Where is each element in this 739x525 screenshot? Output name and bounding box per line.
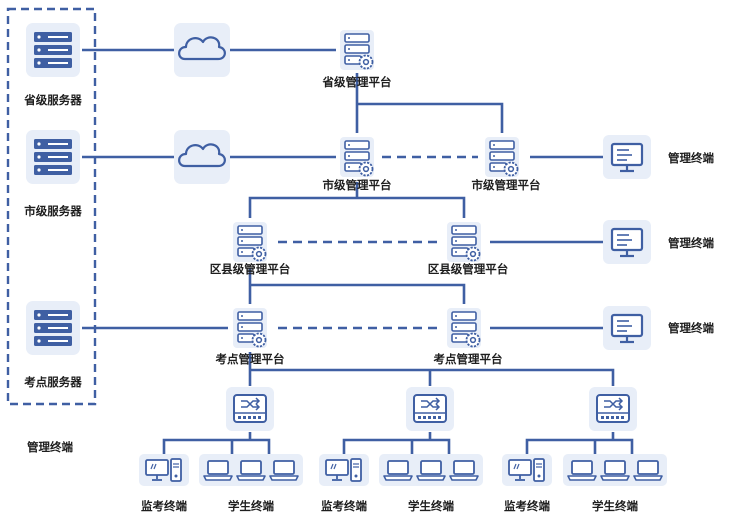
terminal-group-3 — [501, 453, 667, 487]
label-province-server: 省级服务器 — [24, 93, 82, 107]
label-province-platform: 省级管理平台 — [322, 75, 392, 89]
label-city-platform-2: 市级管理平台 — [471, 178, 541, 192]
connections — [82, 48, 634, 454]
link-province-to-cities — [355, 73, 504, 133]
server-group-box — [6, 7, 97, 406]
label-proctor-terminal-3: 监考终端 — [504, 499, 550, 513]
link-exam-to-switches — [248, 352, 615, 386]
link-switch2-terminals — [342, 432, 451, 454]
label-proctor-terminal-2: 监考终端 — [321, 499, 367, 513]
label-student-terminal-3: 学生终端 — [592, 499, 638, 513]
link-district-to-exam — [248, 268, 466, 304]
label-extra-mgmt-terminal: 管理终端 — [27, 440, 73, 454]
peer-links-dashed — [278, 155, 478, 330]
label-district-platform-2: 区县级管理平台 — [427, 262, 509, 276]
label-proctor-terminal-1: 监考终端 — [141, 499, 187, 513]
terminal-group-1 — [138, 453, 303, 487]
label-district-platform-1: 区县级管理平台 — [209, 262, 291, 276]
label-mgmt-terminal-city: 管理终端 — [668, 151, 714, 165]
terminal-group-2 — [318, 453, 483, 487]
label-exam-platform-2: 考点管理平台 — [433, 352, 503, 366]
label-student-terminal-1: 学生终端 — [228, 499, 274, 513]
label-mgmt-terminal-exam: 管理终端 — [668, 321, 714, 335]
link-switch1-terminals — [162, 432, 271, 454]
label-exam-platform-1: 考点管理平台 — [215, 352, 285, 366]
label-exam-server: 考点服务器 — [24, 375, 82, 389]
label-mgmt-terminal-district: 管理终端 — [668, 236, 714, 250]
label-city-platform-1: 市级管理平台 — [322, 178, 392, 192]
label-student-terminal-2: 学生终端 — [408, 499, 454, 513]
link-switch3-terminals — [525, 432, 634, 454]
link-city-to-districts — [248, 182, 466, 218]
label-city-server: 市级服务器 — [24, 204, 82, 218]
